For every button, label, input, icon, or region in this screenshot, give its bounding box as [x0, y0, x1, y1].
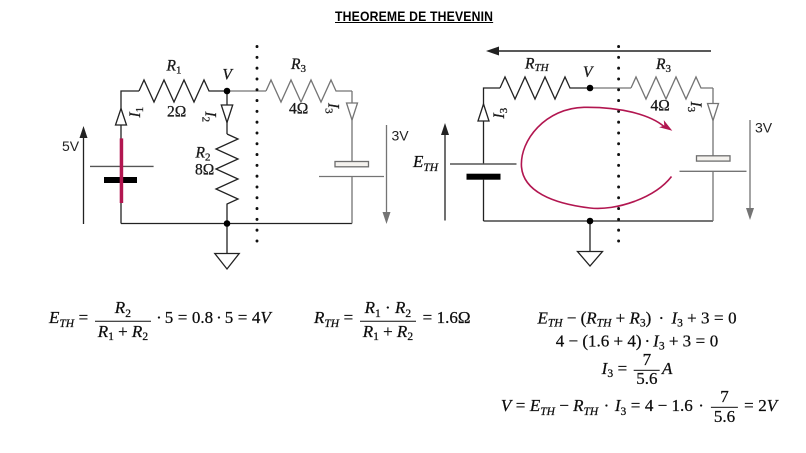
svg-text:V: V: [223, 67, 234, 84]
svg-text:R3: R3: [655, 56, 671, 75]
svg-text:2Ω: 2Ω: [167, 104, 186, 121]
svg-text:4Ω: 4Ω: [289, 101, 308, 118]
svg-text:3V: 3V: [755, 120, 773, 136]
svg-text:I1: I1: [127, 107, 146, 119]
svg-text:RTH: RTH: [524, 56, 550, 75]
svg-text:5V: 5V: [62, 138, 80, 154]
svg-text:I3: I3: [685, 101, 704, 113]
svg-text:4Ω: 4Ω: [651, 98, 670, 115]
svg-text:R1: R1: [166, 58, 182, 77]
svg-text:V: V: [583, 64, 594, 81]
svg-text:3V: 3V: [392, 128, 410, 144]
svg-text:I3: I3: [491, 107, 510, 119]
svg-text:8Ω: 8Ω: [195, 162, 214, 179]
svg-text:I2: I2: [200, 111, 219, 123]
svg-text:R3: R3: [290, 56, 306, 75]
svg-text:I3: I3: [323, 102, 342, 114]
